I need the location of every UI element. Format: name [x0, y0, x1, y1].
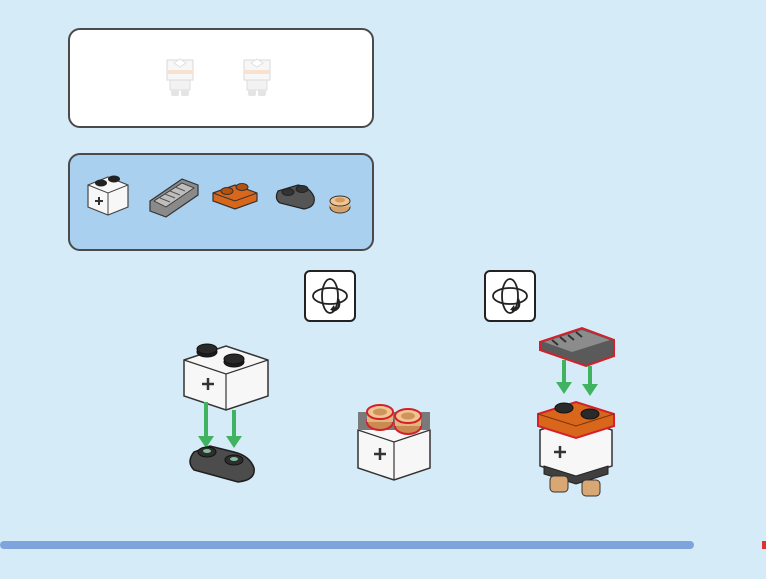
dark-gray-slope-part	[146, 171, 202, 219]
dark-gray-plate-part	[270, 177, 320, 215]
step-3-assembly	[532, 320, 622, 502]
tan-round-plate-part	[325, 189, 355, 219]
rotate-model-icon	[304, 270, 356, 322]
white-brick-preview-2	[242, 56, 274, 102]
subassembly-result-panel	[68, 28, 374, 128]
orange-plate-part	[210, 177, 260, 215]
rotate-model-icon	[484, 270, 536, 322]
instruction-progress-bar	[0, 541, 694, 549]
white-brick-preview-1	[165, 56, 197, 102]
parts-list-panel	[68, 153, 374, 251]
step-2-assembly	[352, 392, 436, 488]
white-brick-part	[84, 167, 132, 221]
page-marker	[762, 541, 766, 549]
step-1-assembly	[180, 338, 280, 488]
